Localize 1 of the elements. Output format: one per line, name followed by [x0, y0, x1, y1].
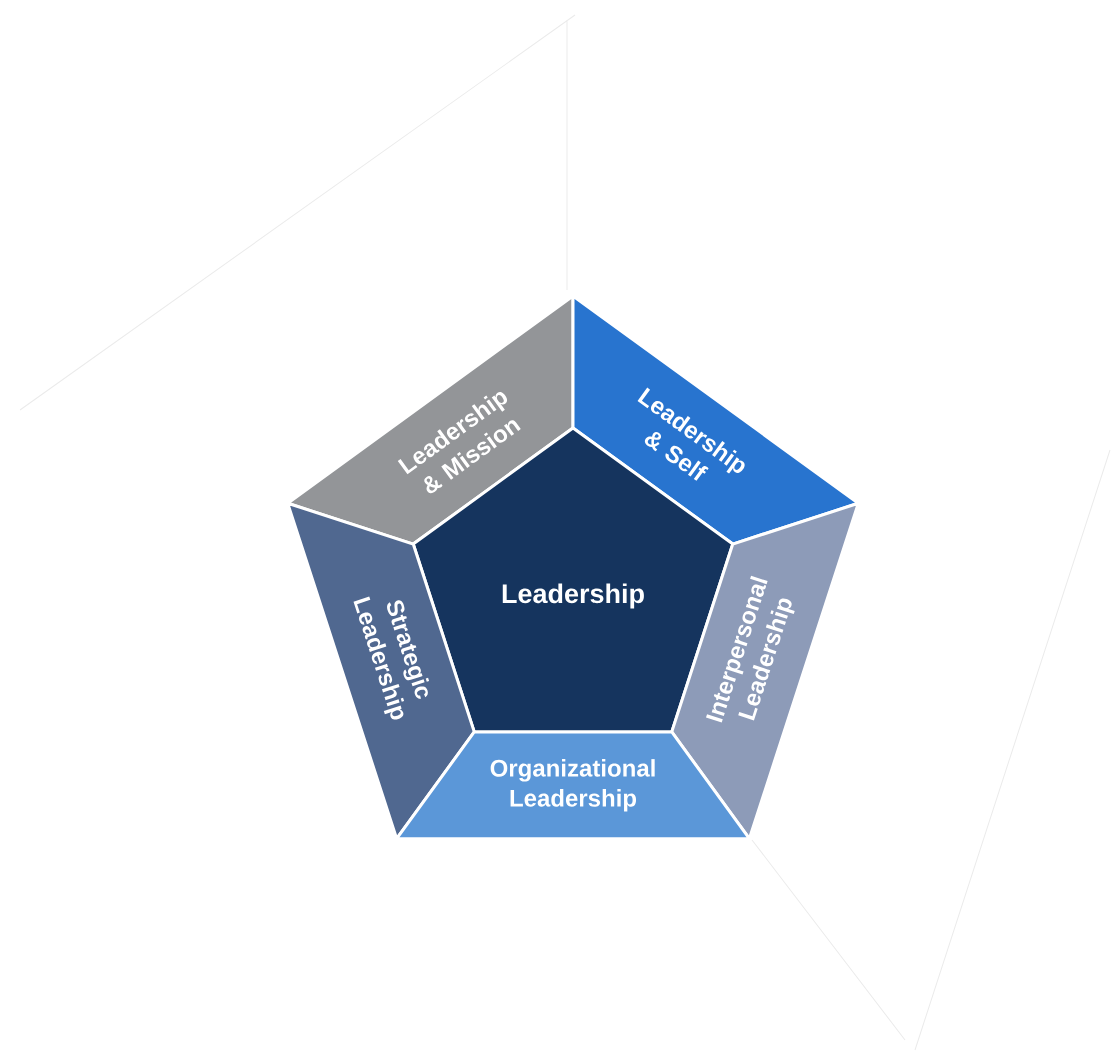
segment-trapezoid: Organizational Leadership — [395, 730, 751, 841]
